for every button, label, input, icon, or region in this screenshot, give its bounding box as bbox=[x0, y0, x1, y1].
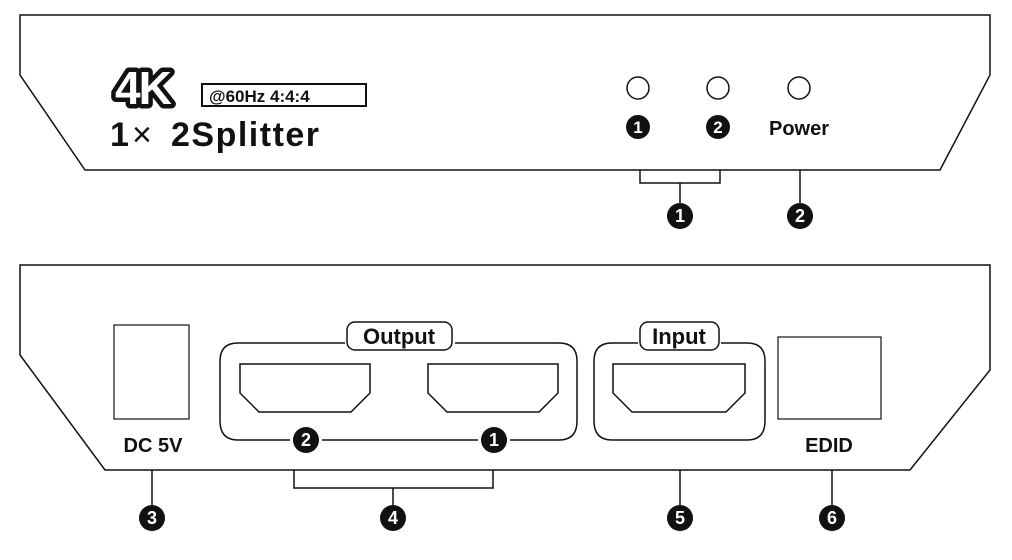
led-2-indicator bbox=[706, 76, 730, 100]
rear-panel bbox=[19, 264, 991, 471]
hdmi-output-port-1 bbox=[427, 363, 559, 413]
output-group-label: Output bbox=[363, 324, 436, 349]
callout-1-label: 1 bbox=[675, 206, 685, 226]
callout-5: 5 bbox=[667, 505, 693, 531]
model-count: 1 bbox=[110, 116, 129, 154]
led-2-label: 2 bbox=[713, 118, 722, 137]
callout-6-label: 6 bbox=[827, 508, 837, 528]
model-name: 2Splitter bbox=[171, 116, 321, 154]
spec-box: @60Hz 4:4:4 bbox=[201, 83, 367, 107]
led-1-label: 1 bbox=[633, 118, 642, 137]
dc-jack bbox=[113, 324, 190, 420]
output-group: Output bbox=[219, 321, 578, 441]
logo-4k: 4K bbox=[111, 58, 179, 119]
output-label-box bbox=[346, 321, 453, 351]
edid-switch bbox=[777, 336, 882, 420]
spec-text: @60Hz 4:4:4 bbox=[209, 87, 310, 106]
callout-2: 2 bbox=[787, 203, 813, 229]
dc-label: DC 5V bbox=[124, 435, 184, 457]
output-port-2-label: 2 bbox=[301, 430, 311, 450]
logo-4k-text: 4K bbox=[115, 62, 172, 114]
input-group: Input bbox=[593, 321, 766, 441]
led-2-badge: 2 bbox=[706, 115, 730, 139]
hdmi-input-port bbox=[612, 363, 746, 413]
front-panel bbox=[19, 14, 991, 171]
input-label-box bbox=[639, 321, 720, 351]
led-power-indicator bbox=[787, 76, 811, 100]
callout-3-label: 3 bbox=[147, 508, 157, 528]
output-port-1-label: 1 bbox=[489, 430, 499, 450]
edid-label: EDID bbox=[805, 435, 853, 457]
callout-2-label: 2 bbox=[795, 206, 805, 226]
callout-3: 3 bbox=[139, 505, 165, 531]
callout-1-bracket bbox=[639, 170, 721, 203]
model-times: × bbox=[132, 116, 152, 154]
led-1-badge: 1 bbox=[626, 115, 650, 139]
callout-4-bracket bbox=[293, 470, 494, 505]
callout-4: 4 bbox=[380, 505, 406, 531]
model-title: 1 × 2Splitter bbox=[110, 116, 321, 154]
led-1-indicator bbox=[626, 76, 650, 100]
output-port-2-badge: 2 bbox=[293, 427, 319, 453]
hdmi-output-port-2 bbox=[239, 363, 371, 413]
callout-4-label: 4 bbox=[388, 508, 398, 528]
output-port-1-badge: 1 bbox=[481, 427, 507, 453]
callout-5-label: 5 bbox=[675, 508, 685, 528]
callout-1: 1 bbox=[667, 203, 693, 229]
callout-6: 6 bbox=[819, 505, 845, 531]
led-power-label: Power bbox=[769, 118, 829, 140]
input-group-label: Input bbox=[652, 324, 706, 349]
